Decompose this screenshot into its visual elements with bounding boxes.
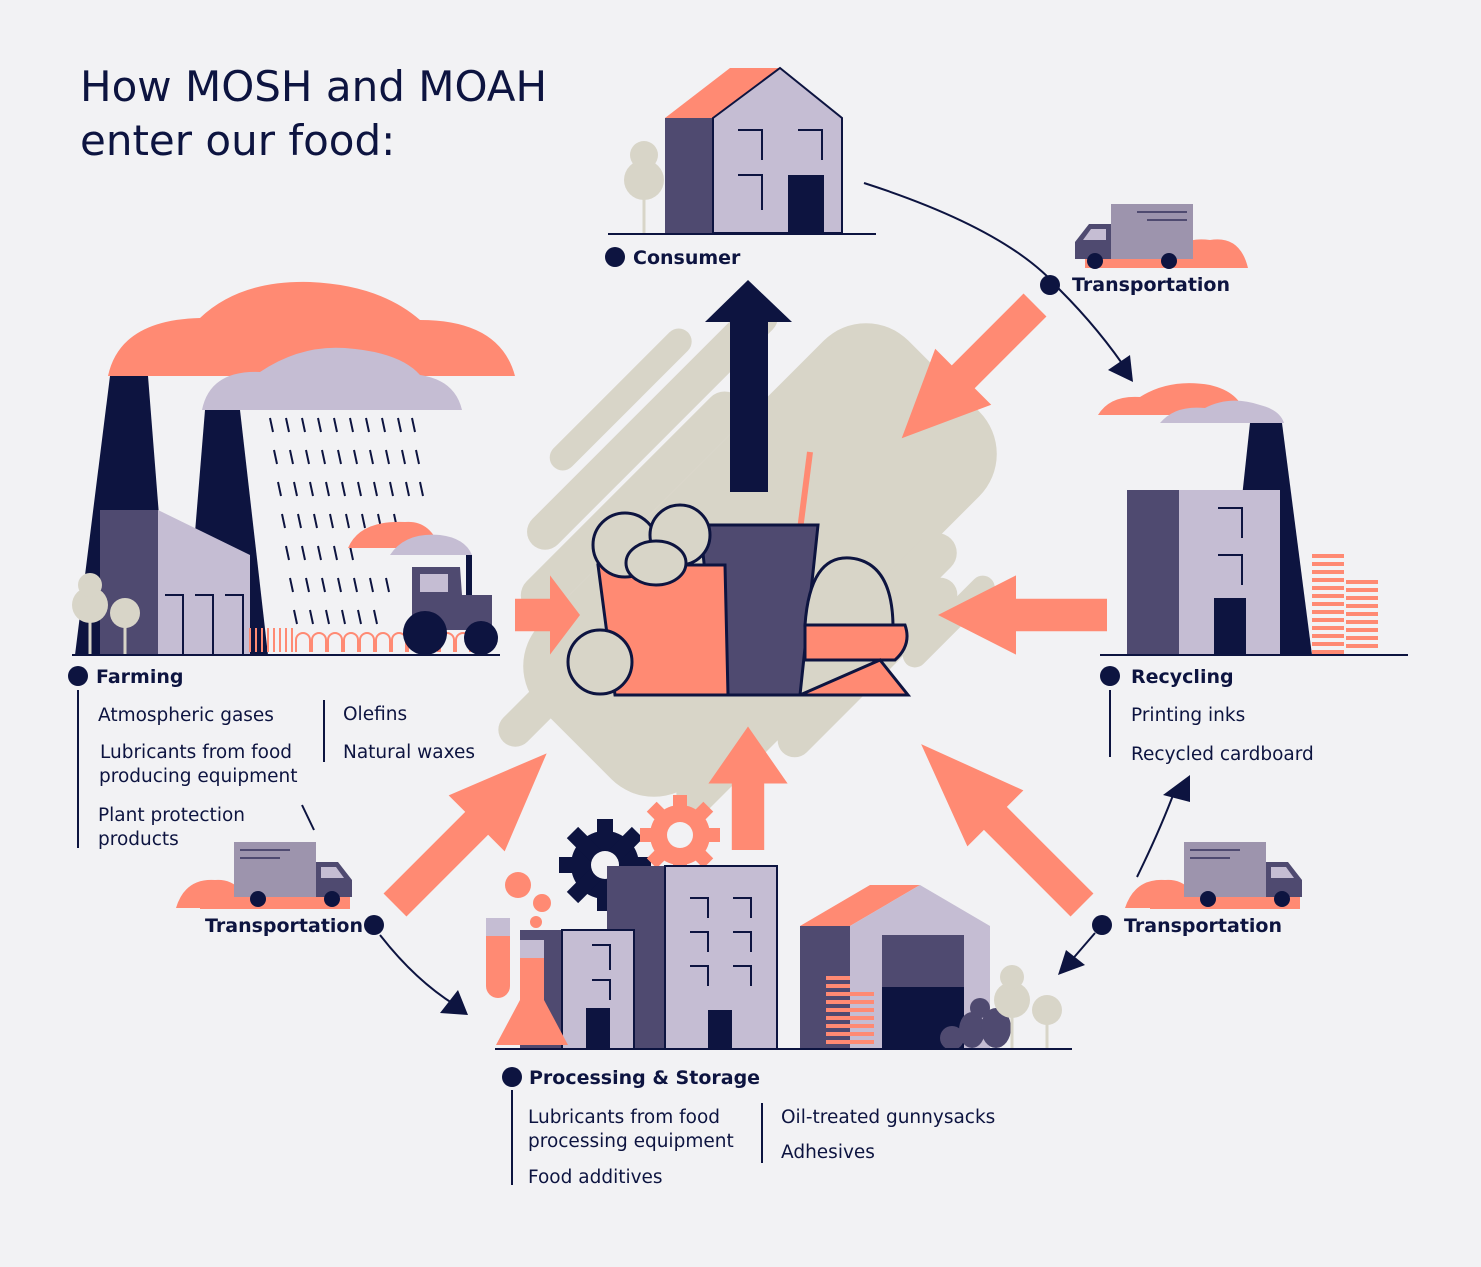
flow-line <box>379 934 456 1006</box>
farming-item: producing equipment <box>99 766 298 787</box>
processing-dot-icon <box>502 1067 522 1087</box>
title-line-1: How MOSH and MOAH <box>80 62 547 111</box>
consumer-dot-icon <box>605 247 625 267</box>
arrow-up-to-consumer <box>705 280 792 492</box>
farming-item: Olefins <box>343 704 407 725</box>
processing-label: Processing & Storage <box>529 1067 760 1089</box>
processing-item: processing equipment <box>528 1131 734 1152</box>
farming-label: Farming <box>96 666 184 688</box>
food-illustration <box>566 451 912 697</box>
farming-item: Lubricants from food <box>100 742 292 763</box>
recycling-illustration <box>1098 383 1408 656</box>
truck-right-illustration <box>1125 841 1303 909</box>
title-line-2: enter our food: <box>80 116 395 165</box>
transport-left-label: Transportation <box>205 915 363 937</box>
farming-illustration <box>72 281 515 656</box>
transport-right-dot-icon <box>1092 915 1112 935</box>
farming-dot-icon <box>68 666 88 686</box>
flow-line <box>301 804 315 831</box>
arrowhead-icon <box>1108 355 1133 382</box>
transport-right-label: Transportation <box>1124 915 1282 937</box>
transport-left-dot-icon <box>364 915 384 935</box>
recycling-item: Recycled cardboard <box>1131 744 1314 765</box>
processing-item: Lubricants from food <box>528 1107 720 1128</box>
farming-item: Atmospheric gases <box>98 705 274 726</box>
transport-top-dot-icon <box>1040 275 1060 295</box>
recycling-dot-icon <box>1100 666 1120 686</box>
processing-item: Adhesives <box>781 1142 875 1163</box>
recycling-label: Recycling <box>1131 666 1234 688</box>
consumer-house-illustration <box>608 66 876 235</box>
truck-left-illustration <box>176 841 353 909</box>
farming-item: products <box>98 829 179 850</box>
arrow-from-recycling <box>938 575 1107 655</box>
transport-top-label: Transportation <box>1072 274 1230 296</box>
processing-item: Food additives <box>528 1167 663 1188</box>
consumer-label: Consumer <box>633 247 741 269</box>
truck-top-illustration <box>1074 203 1248 270</box>
farming-item: Natural waxes <box>343 742 475 763</box>
processing-illustration <box>486 795 1072 1050</box>
recycling-item: Printing inks <box>1131 705 1245 726</box>
processing-item: Oil-treated gunnysacks <box>781 1107 995 1128</box>
arrowhead-icon <box>1163 775 1190 802</box>
farming-item: Plant protection <box>98 805 245 826</box>
arrowhead-icon <box>440 990 468 1015</box>
arrowhead-icon <box>1058 950 1085 975</box>
flow-line <box>1136 789 1176 878</box>
